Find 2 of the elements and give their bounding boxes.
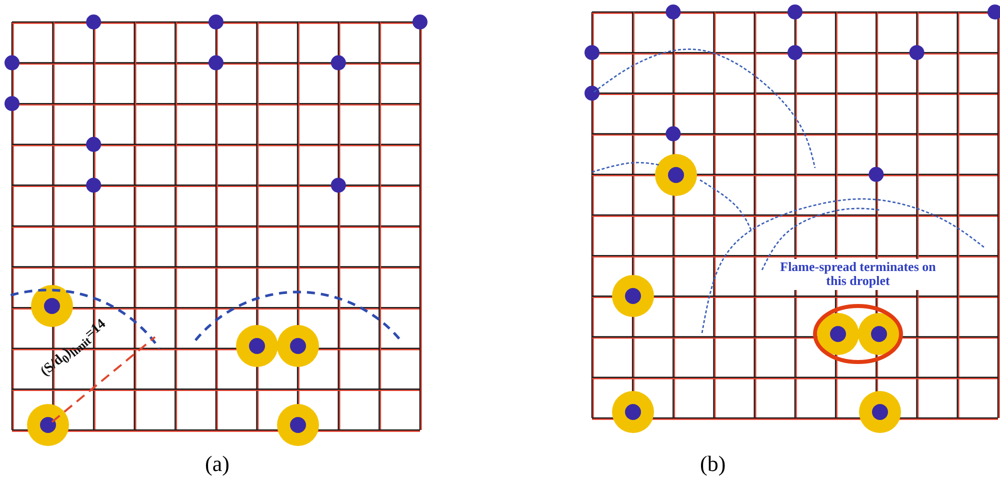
panel-caption: (a) [205,452,230,476]
panel-caption: (b) [700,452,726,476]
